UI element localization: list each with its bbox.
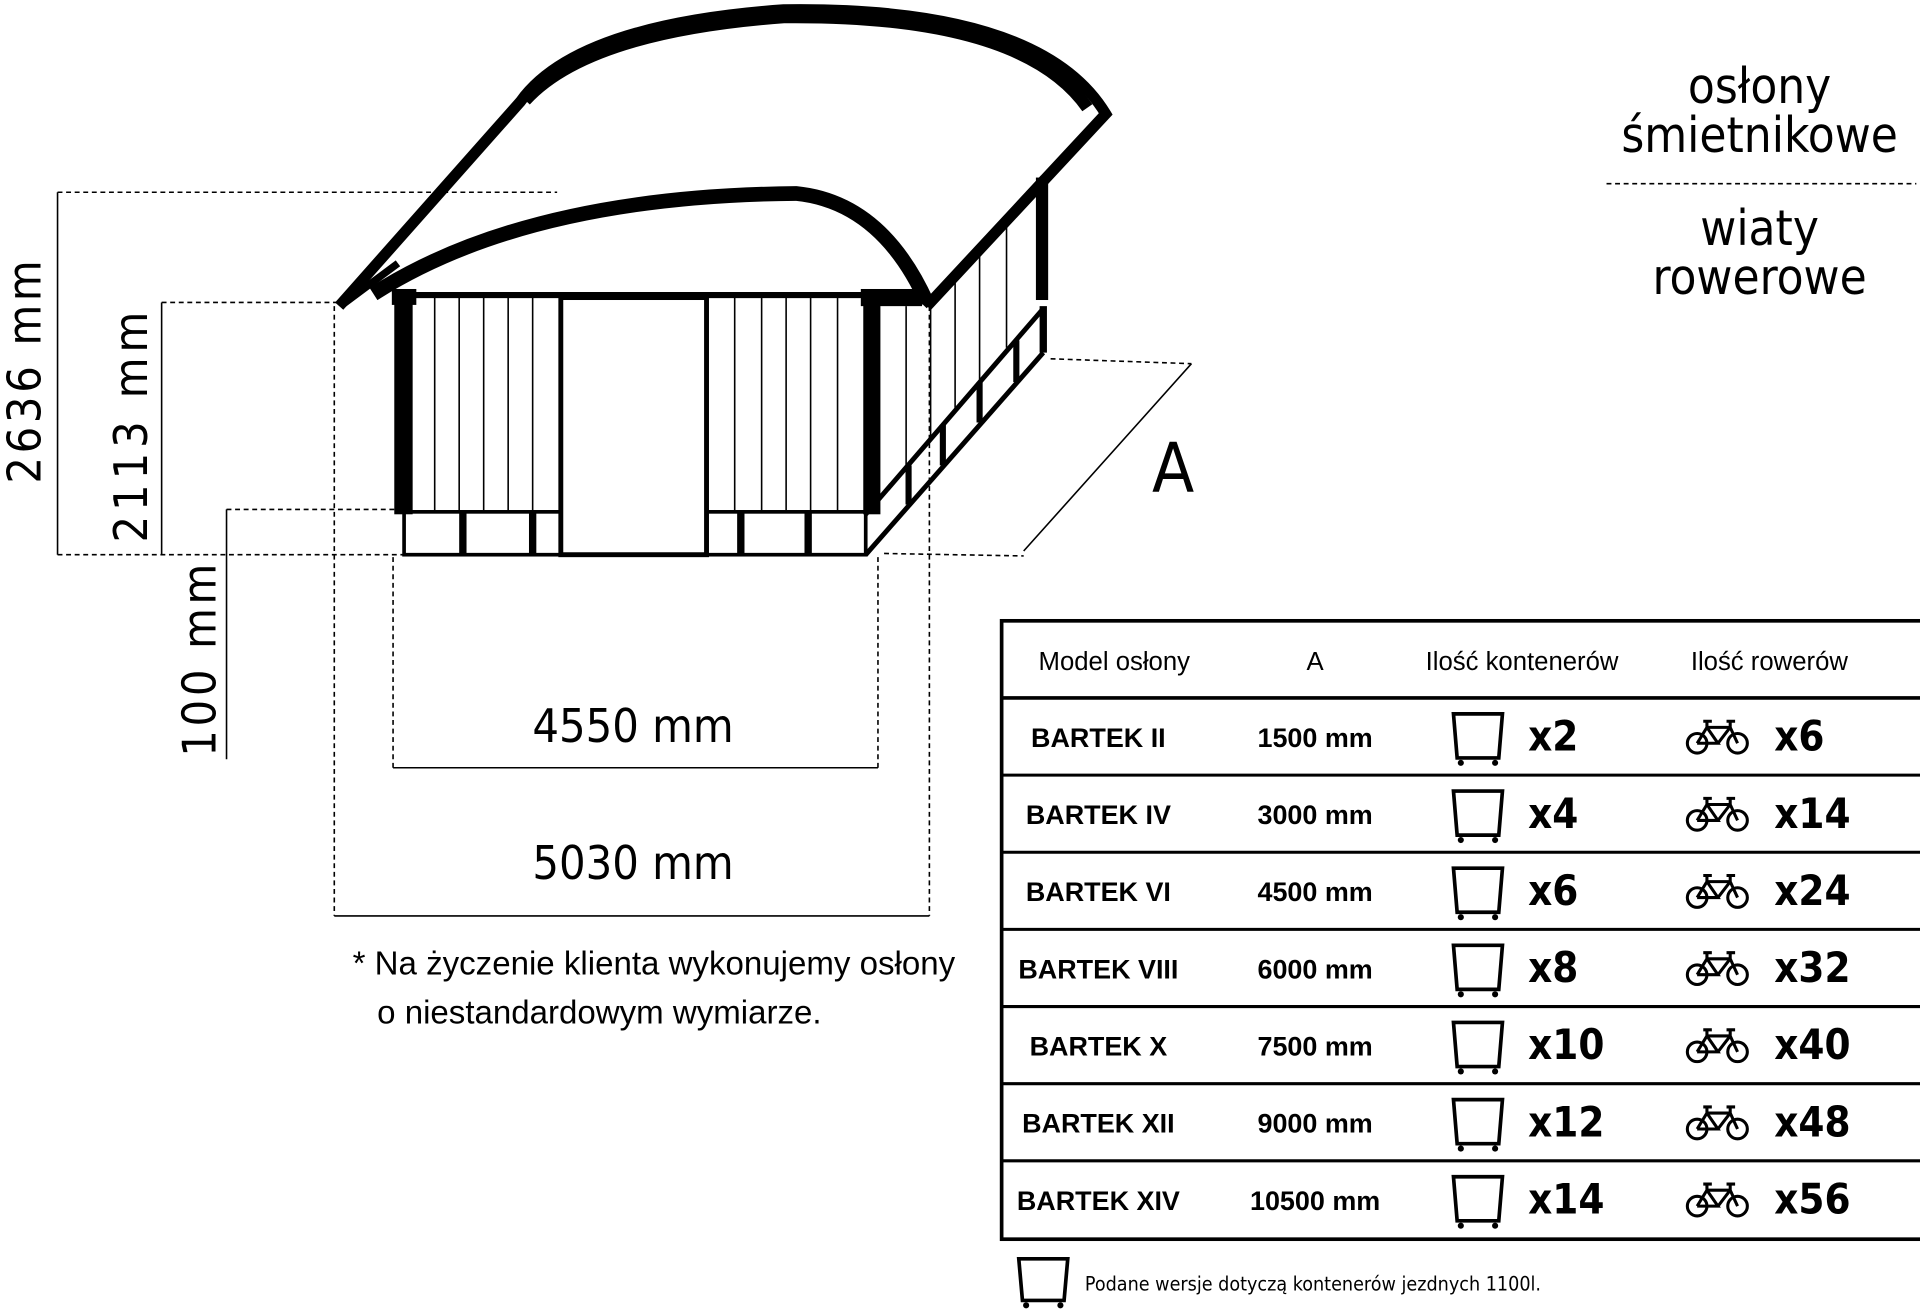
model-name: BARTEK X	[1030, 1032, 1168, 1062]
container-count: x2	[1528, 712, 1578, 761]
total-height-label: 2636 mm	[0, 257, 51, 484]
footnote-text: Podane wersje dotyczą kontenerów jezdnyc…	[1085, 1273, 1541, 1296]
header-model: Model osłony	[1039, 648, 1191, 676]
dimension-a: 7500 mm	[1257, 1032, 1372, 1062]
bicycle-icon	[1685, 796, 1749, 832]
shelter-drawing	[335, 4, 1113, 558]
bicycle-icon	[1685, 1105, 1749, 1141]
custom-size-note-line-1: * Na życzenie klienta wykonujemy osłony	[353, 946, 956, 983]
table-row: BARTEK VI 4500 mm x6 x24	[1001, 850, 1920, 921]
base-height-label: 100 mm	[173, 560, 227, 757]
wheeled-bin-icon	[1451, 712, 1505, 766]
wheeled-bin-icon	[1451, 1020, 1505, 1075]
wheeled-bin-icon	[1016, 1256, 1070, 1309]
table-row: BARTEK VIII 6000 mm x8 x32	[1001, 927, 1920, 998]
container-count: x8	[1528, 943, 1578, 992]
left-post	[394, 300, 413, 515]
wheeled-bin-icon	[1451, 1097, 1505, 1152]
model-name: BARTEK VI	[1026, 877, 1171, 907]
model-name: BARTEK XIV	[1017, 1186, 1180, 1216]
model-name: BARTEK XII	[1022, 1109, 1175, 1139]
bicycle-icon	[1685, 873, 1749, 909]
dimension-a: 4500 mm	[1257, 877, 1372, 907]
bike-count: x24	[1774, 866, 1850, 915]
wheeled-bin-icon	[1451, 1174, 1505, 1229]
dimension-a: 1500 mm	[1257, 723, 1372, 753]
door-opening	[558, 295, 709, 558]
wheeled-bin-icon	[1451, 866, 1505, 921]
right-post	[863, 293, 881, 515]
bike-count: x48	[1774, 1097, 1850, 1146]
container-count: x10	[1528, 1020, 1604, 1069]
bicycle-icon	[1685, 1028, 1749, 1064]
title-line-2: śmietnikowe	[1621, 107, 1898, 164]
roof-outline	[335, 4, 1113, 310]
table-row: BARTEK XII 9000 mm x12 x48	[1001, 1082, 1920, 1152]
table-row: BARTEK IV 3000 mm x4 x14	[1001, 773, 1920, 844]
roof-front-arc	[369, 186, 934, 306]
dimension-a: 10500 mm	[1250, 1186, 1380, 1216]
title-line-4: rowerowe	[1652, 249, 1866, 306]
depth-label: A	[1152, 429, 1194, 509]
dimension-a: 3000 mm	[1257, 800, 1372, 830]
header-bikes: Ilość rowerów	[1691, 648, 1849, 676]
side-wall	[863, 175, 1049, 557]
container-count: x12	[1528, 1097, 1604, 1146]
inner-width-label: 4550 mm	[532, 699, 733, 753]
container-count: x6	[1528, 866, 1578, 915]
bike-count: x40	[1774, 1020, 1850, 1069]
custom-size-note-line-2: o niestandardowym wymiarze.	[377, 995, 821, 1032]
dimension-a: 6000 mm	[1257, 954, 1372, 984]
table-row: BARTEK XIV 10500 mm x14 x56	[1001, 1159, 1920, 1229]
model-table: Model osłony A Ilość kontenerów Ilość ro…	[999, 618, 1920, 1242]
bicycle-icon	[1685, 719, 1749, 755]
title-line-1: osłony	[1688, 58, 1831, 115]
wheeled-bin-icon	[1451, 943, 1505, 998]
bike-count: x14	[1774, 789, 1850, 838]
table-row: BARTEK X 7500 mm x10 x40	[1001, 1005, 1920, 1075]
dimension-a: 9000 mm	[1257, 1109, 1372, 1139]
front-slats	[433, 297, 839, 512]
header-containers: Ilość kontenerów	[1426, 648, 1619, 676]
bike-count: x6	[1774, 712, 1824, 761]
title-line-3: wiaty	[1700, 200, 1819, 257]
model-name: BARTEK IV	[1026, 800, 1171, 830]
wall-height-label: 2113 mm	[104, 307, 158, 543]
header-a: A	[1307, 648, 1325, 676]
footnote: Podane wersje dotyczą kontenerów jezdnyc…	[1016, 1256, 1541, 1309]
outer-width-label: 5030 mm	[532, 836, 733, 890]
title-block: osłony śmietnikowe wiaty rowerowe	[1606, 58, 1917, 306]
container-count: x4	[1528, 789, 1578, 838]
wheeled-bin-icon	[1451, 789, 1505, 844]
bicycle-icon	[1685, 951, 1749, 987]
model-name: BARTEK II	[1031, 723, 1166, 753]
roof-edge	[520, 11, 1093, 112]
model-name: BARTEK VIII	[1018, 954, 1178, 984]
table-header-row: Model osłony A Ilość kontenerów Ilość ro…	[1039, 648, 1849, 676]
bike-count: x56	[1774, 1174, 1850, 1223]
bicycle-icon	[1685, 1182, 1749, 1218]
container-count: x14	[1528, 1174, 1604, 1223]
table-row: BARTEK II 1500 mm x2 x6	[1031, 712, 1824, 766]
bike-count: x32	[1774, 943, 1850, 992]
